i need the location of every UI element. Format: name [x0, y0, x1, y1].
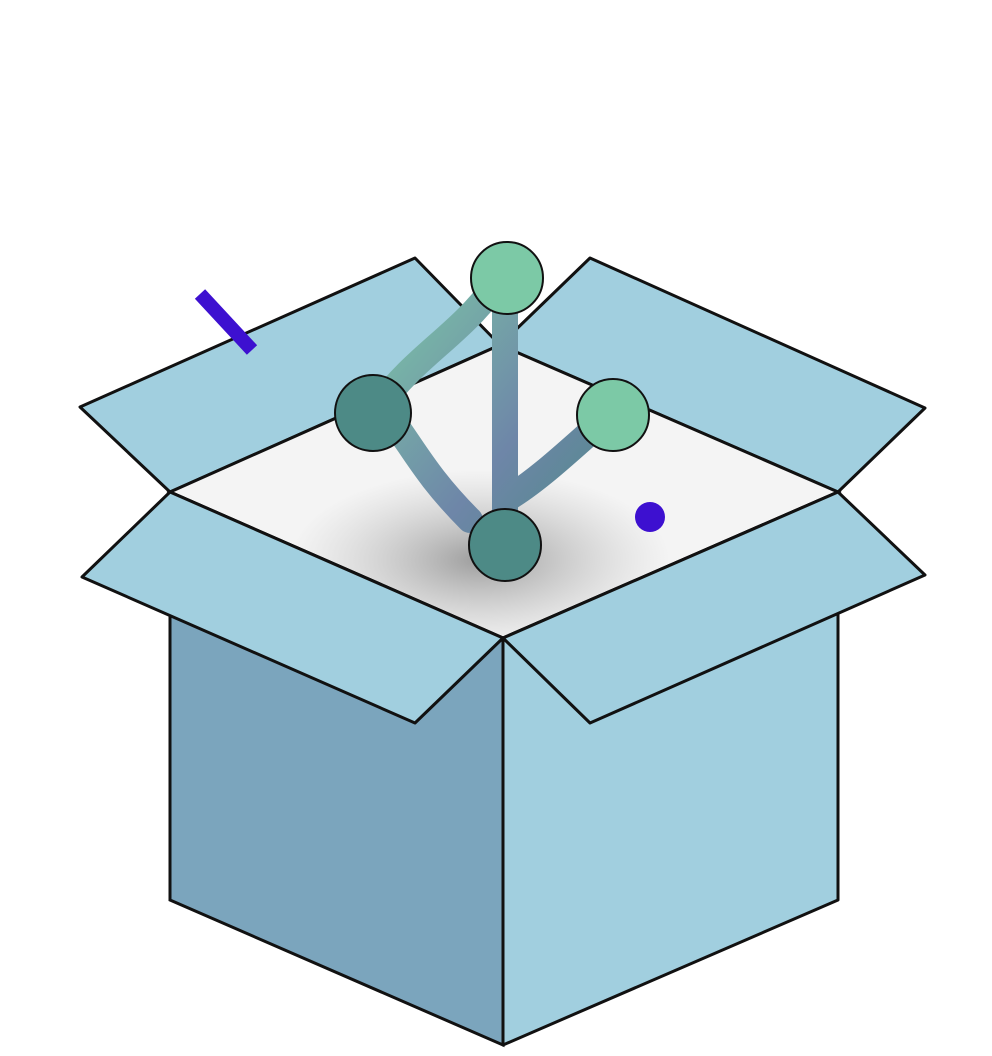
accent-stick [194, 289, 258, 355]
accent-dot [635, 502, 665, 532]
front-right-flap [501, 490, 927, 725]
front-left-flap [80, 490, 505, 725]
molecule-icon [334, 241, 650, 582]
